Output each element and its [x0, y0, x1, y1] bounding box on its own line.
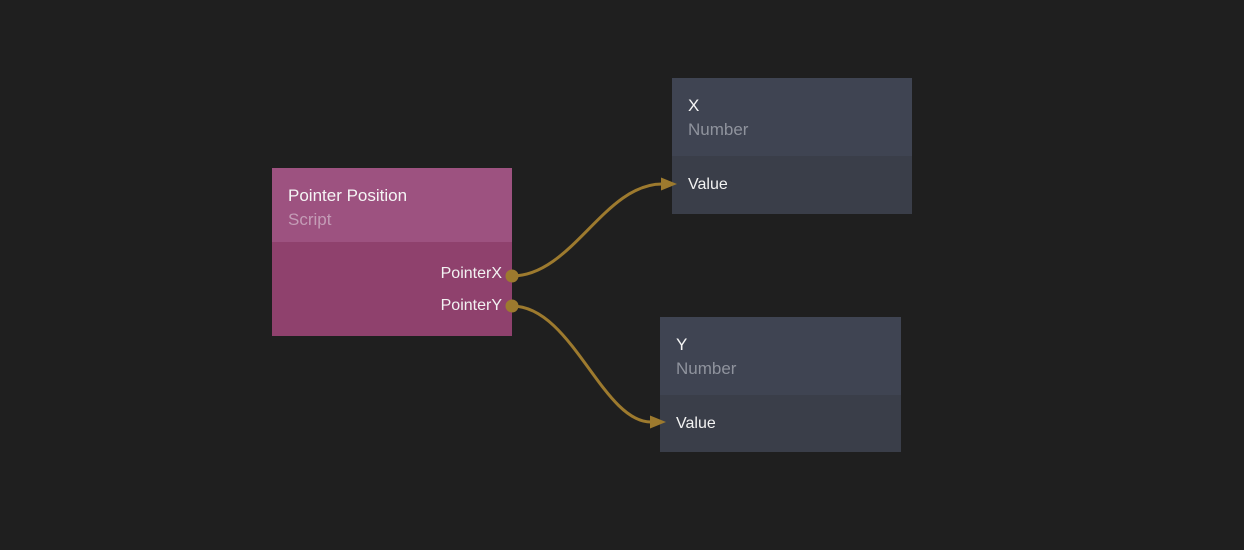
node-x-body: Value	[672, 156, 912, 214]
connection-wire-pointery-to-y-value[interactable]	[511, 304, 666, 429]
node-subtitle: Number	[676, 359, 737, 378]
node-pointer-position[interactable]: Pointer Position Script PointerX Pointer…	[272, 168, 512, 336]
node-subtitle: Script	[288, 210, 332, 229]
input-port-value[interactable]: Value	[672, 156, 912, 214]
output-port-dot-pointerx[interactable]	[505, 269, 519, 283]
input-arrow-icon	[661, 177, 677, 191]
connection-wire-pointerx-to-x-value[interactable]	[511, 177, 677, 278]
node-title: Y	[676, 335, 688, 354]
output-port-pointerx[interactable]: PointerX	[272, 258, 512, 290]
node-x-number[interactable]: X Number Value	[672, 78, 912, 214]
node-title: Pointer Position	[288, 186, 408, 205]
node-y-number[interactable]: Y Number Value	[660, 317, 901, 452]
node-x-header[interactable]: X Number	[672, 78, 912, 156]
input-arrow-icon	[650, 415, 666, 429]
node-pointer-position-body: PointerX PointerY	[272, 242, 512, 336]
input-port-label: Value	[688, 176, 728, 193]
output-port-label: PointerX	[440, 265, 502, 282]
node-pointer-position-header[interactable]: Pointer Position Script	[272, 168, 512, 242]
input-port-value[interactable]: Value	[660, 395, 901, 452]
node-title: X	[688, 96, 700, 115]
node-y-header[interactable]: Y Number	[660, 317, 901, 395]
wire-path[interactable]	[511, 304, 652, 424]
output-port-label: PointerY	[440, 297, 502, 314]
node-y-body: Value	[660, 395, 901, 452]
input-port-label: Value	[676, 414, 716, 432]
wire-path[interactable]	[511, 182, 663, 278]
node-subtitle: Number	[688, 120, 749, 139]
output-port-pointery[interactable]: PointerY	[272, 290, 512, 322]
output-port-dot-pointery[interactable]	[505, 299, 519, 313]
